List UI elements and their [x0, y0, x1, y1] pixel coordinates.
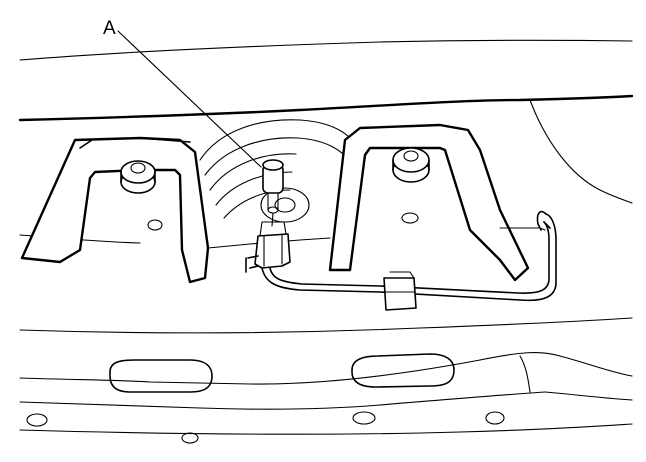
wire-harness [261, 210, 557, 311]
left-bracket [20, 136, 210, 284]
lower-floor-panel [19, 317, 633, 444]
callout-a-leader-line [117, 30, 262, 168]
callout-a: A [103, 18, 262, 168]
right-bracket [328, 123, 530, 282]
tire-well [199, 119, 357, 223]
connector-assembly [245, 159, 291, 273]
callout-a-label: A [103, 18, 116, 39]
